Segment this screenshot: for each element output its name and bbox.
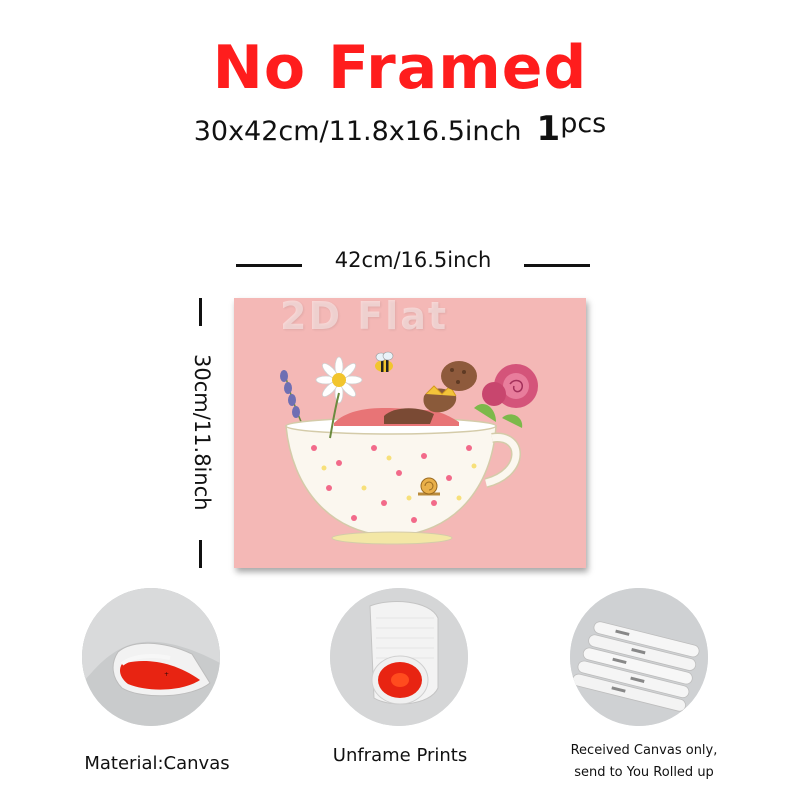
pink-rose [482, 364, 538, 408]
quantity-number: 1 [536, 109, 561, 149]
snail [418, 477, 440, 496]
quantity-unit: pcs [560, 108, 607, 139]
teacup-illustration [234, 298, 586, 568]
canvas-print-preview: 2D Flat [234, 298, 586, 568]
headline: No Framed [212, 33, 588, 103]
rolled-delivery-photo [570, 588, 708, 726]
height-dimension-bottom-line [199, 540, 202, 568]
unframe-photo [330, 588, 468, 726]
caption-received: Received Canvas only, send to You Rolled… [548, 740, 740, 784]
size-text: 30x42cm/11.8x16.5inch [193, 116, 522, 147]
width-dimension-left-line [236, 264, 302, 267]
svg-text:+: + [164, 671, 169, 678]
height-dimension: 30cm/11.8inch [186, 298, 218, 568]
caption-material: Material:Canvas [84, 753, 230, 774]
height-dimension-label: 30cm/11.8inch [190, 353, 214, 511]
bee [375, 351, 394, 372]
watermark: 2D Flat [280, 298, 449, 338]
caption-unframe: Unframe Prints [332, 745, 468, 766]
size-line: 30x42cm/11.8x16.5inch 1pcs [0, 109, 800, 149]
material-photo: + [82, 588, 220, 726]
height-dimension-top-line [199, 298, 202, 326]
width-dimension-right-line [524, 264, 590, 267]
daisy [315, 356, 363, 404]
width-dimension: 42cm/16.5inch [236, 246, 590, 278]
caption-received-line2: send to You Rolled up [574, 765, 714, 780]
caption-received-line1: Received Canvas only, [570, 743, 718, 758]
width-dimension-label: 42cm/16.5inch [334, 248, 492, 272]
